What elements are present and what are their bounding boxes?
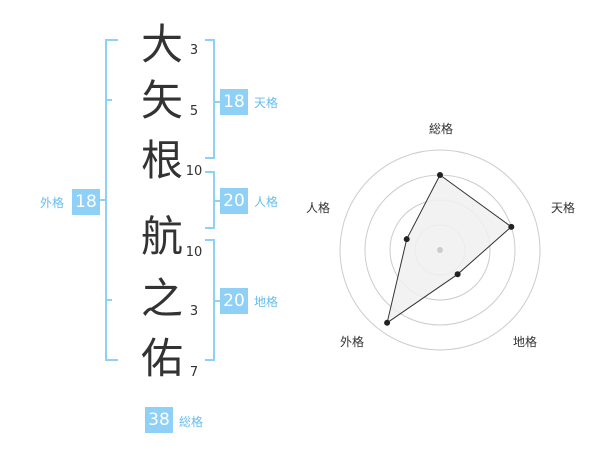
- tenkaku-badge: 18: [220, 89, 248, 115]
- radar-label-jinkaku: 人格: [305, 201, 330, 215]
- gaikaku-label: 外格: [40, 196, 65, 210]
- radar-point-3: [454, 271, 461, 278]
- stroke-count-5: 3: [189, 304, 199, 319]
- radar-center-dot: [437, 247, 443, 253]
- radar-point-5: [403, 236, 410, 243]
- jinkaku-badge: 20: [220, 188, 248, 214]
- radar-label-soukaku: 総格: [428, 122, 453, 136]
- gaikaku-badge: 18: [72, 189, 100, 215]
- tenkaku-bracket: [205, 39, 215, 159]
- radar-label-chikaku: 地格: [512, 335, 537, 349]
- radar-point-2: [508, 223, 515, 230]
- name-char-2: 矢: [140, 76, 183, 125]
- stroke-count-3: 10: [185, 164, 203, 179]
- soukaku-label: 総格: [179, 415, 204, 429]
- radar-label-tenkaku: 天格: [550, 201, 575, 215]
- name-char-4: 航: [140, 212, 183, 261]
- stroke-count-2: 5: [189, 104, 199, 119]
- radar-point-4: [384, 319, 391, 326]
- chikaku-badge: 20: [220, 288, 248, 314]
- radar-polygon: [386, 174, 513, 324]
- jinkaku-label: 人格: [254, 195, 279, 209]
- name-char-6: 佑: [140, 334, 183, 383]
- stroke-count-6: 7: [189, 365, 199, 380]
- stroke-count-4: 10: [185, 245, 203, 260]
- name-char-1: 大: [140, 20, 183, 69]
- soukaku-badge: 38: [145, 407, 173, 433]
- chikaku-label: 地格: [254, 295, 279, 309]
- name-char-3: 根: [140, 136, 183, 185]
- radar-point-1: [437, 172, 443, 178]
- radar-label-gaikaku: 外格: [339, 335, 364, 349]
- name-char-5: 之: [140, 274, 183, 323]
- tenkaku-label: 天格: [254, 96, 279, 110]
- radar-ring: [339, 149, 541, 351]
- stroke-count-1: 3: [189, 43, 199, 58]
